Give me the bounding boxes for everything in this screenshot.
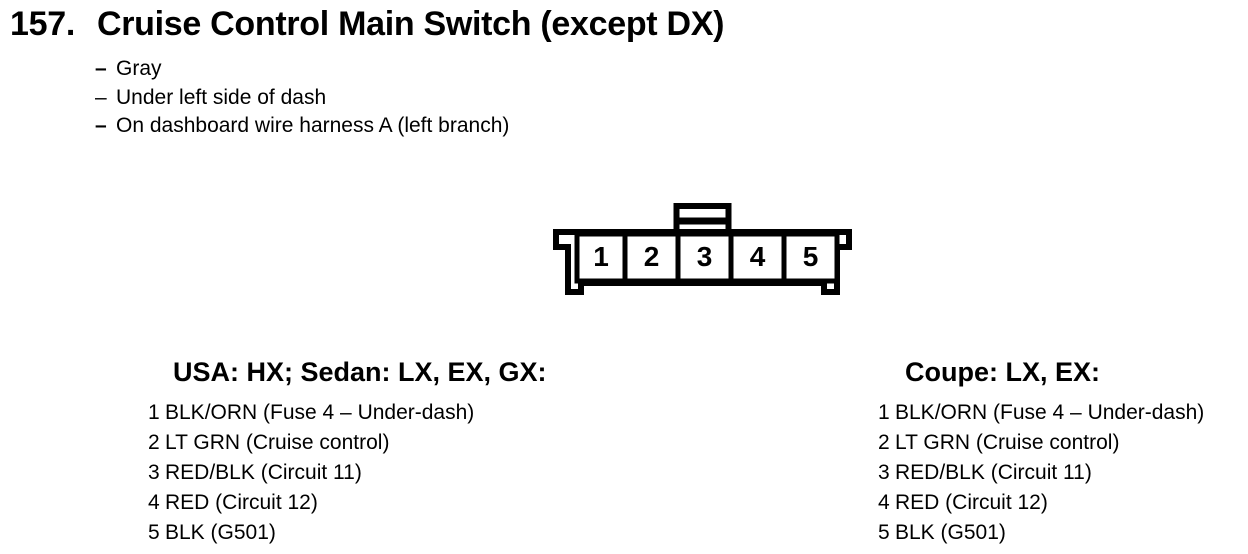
pin-row: 2 LT GRN (Cruise control) <box>148 428 474 458</box>
pin-row: 4 RED (Circuit 12) <box>878 488 1204 518</box>
pin-row: 1 BLK/ORN (Fuse 4 – Under-dash) <box>878 398 1204 428</box>
pin-number: 5 <box>148 521 160 544</box>
column-header-usa-sedan: USA: HX; Sedan: LX, EX, GX: <box>173 357 547 387</box>
column-header-coupe: Coupe: LX, EX: <box>905 357 1100 387</box>
wire-description: RED/BLK (Circuit 11) <box>895 461 1092 484</box>
page-title: 157. Cruise Control Main Switch (except D… <box>10 5 724 44</box>
dash-bullet: – <box>95 57 107 80</box>
dash-bullet: – <box>95 85 107 109</box>
pin-number-4: 4 <box>750 241 766 272</box>
wire-description: BLK (G501) <box>895 521 1006 544</box>
pin-number: 3 <box>148 461 160 484</box>
pin-row: 3 RED/BLK (Circuit 11) <box>878 458 1204 488</box>
note-harness: – On dashboard wire harness A (left bran… <box>95 112 509 141</box>
wire-description: RED (Circuit 12) <box>895 491 1048 514</box>
wire-description: RED/BLK (Circuit 11) <box>165 461 362 484</box>
note-text: Under left side of dash <box>116 85 327 109</box>
wire-description: LT GRN (Cruise control) <box>895 431 1120 454</box>
note-location: – Under left side of dash <box>95 84 509 113</box>
pin-number-2: 2 <box>644 241 660 272</box>
notes-list: – Gray – Under left side of dash – On da… <box>95 55 509 141</box>
pin-cell-5 <box>781 231 840 284</box>
note-color: – Gray <box>95 55 509 84</box>
wire-description: BLK/ORN (Fuse 4 – Under-dash) <box>165 401 475 424</box>
pin-number: 1 <box>148 401 160 424</box>
dash-bullet: – <box>95 114 107 138</box>
pin-number: 2 <box>148 431 160 454</box>
pin-list-coupe: 1 BLK/ORN (Fuse 4 – Under-dash) 2 LT GRN… <box>878 398 1204 548</box>
wire-description: BLK/ORN (Fuse 4 – Under-dash) <box>895 401 1205 424</box>
pin-row: 5 BLK (G501) <box>148 518 474 548</box>
section-title: Cruise Control Main Switch (except DX) <box>97 5 725 43</box>
pin-cell-1 <box>574 231 628 284</box>
pin-row: 1 BLK/ORN (Fuse 4 – Under-dash) <box>148 398 474 428</box>
pin-number-5: 5 <box>803 241 819 272</box>
pin-number-1: 1 <box>593 241 609 272</box>
pin-number: 2 <box>878 431 890 454</box>
pin-number: 4 <box>148 491 160 514</box>
pin-list-usa-sedan: 1 BLK/ORN (Fuse 4 – Under-dash) 2 LT GRN… <box>148 398 474 548</box>
pin-row: 2 LT GRN (Cruise control) <box>878 428 1204 458</box>
pin-number: 3 <box>878 461 890 484</box>
pin-number: 5 <box>878 521 890 544</box>
wire-description: LT GRN (Cruise control) <box>165 431 390 454</box>
note-text: On dashboard wire harness A (left branch… <box>116 114 510 138</box>
pin-number: 4 <box>878 491 890 514</box>
pin-cell-2 <box>622 231 681 284</box>
wire-description: BLK (G501) <box>165 521 276 544</box>
connector-diagram: 1 2 3 4 5 <box>553 203 852 295</box>
wire-description: RED (Circuit 12) <box>165 491 318 514</box>
section-number: 157. <box>10 5 75 43</box>
pin-row: 3 RED/BLK (Circuit 11) <box>148 458 474 488</box>
note-text: Gray <box>116 57 162 80</box>
pin-number: 1 <box>878 401 890 424</box>
pin-row: 5 BLK (G501) <box>878 518 1204 548</box>
pin-row: 4 RED (Circuit 12) <box>148 488 474 518</box>
pin-number-3: 3 <box>697 241 713 272</box>
